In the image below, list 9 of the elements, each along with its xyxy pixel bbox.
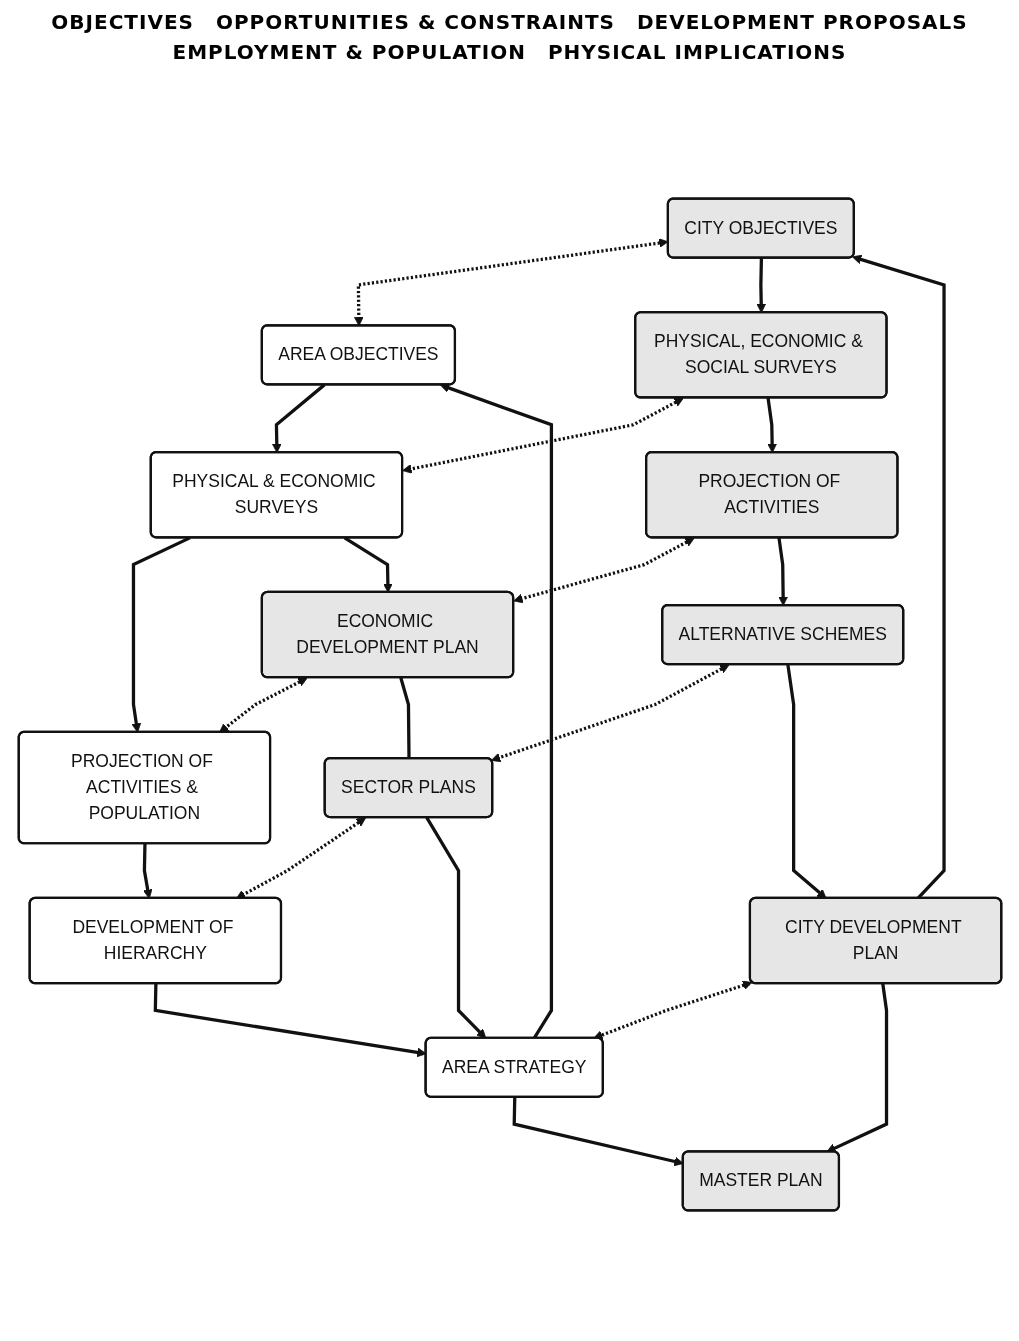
- section-heading: EMPLOYMENT & POPULATION: [172, 40, 526, 64]
- section-heading: OPPORTUNITIES & CONSTRAINTS: [215, 10, 615, 34]
- section-heading: OBJECTIVES: [51, 10, 194, 34]
- arrow: [490, 664, 730, 763]
- connector: [398, 677, 411, 759]
- arrow: [512, 537, 695, 604]
- section-heading: DEVELOPMENT PROPOSALS: [636, 10, 968, 34]
- arrow: [401, 397, 684, 474]
- section-heading: PHYSICAL IMPLICATIONS: [547, 40, 847, 64]
